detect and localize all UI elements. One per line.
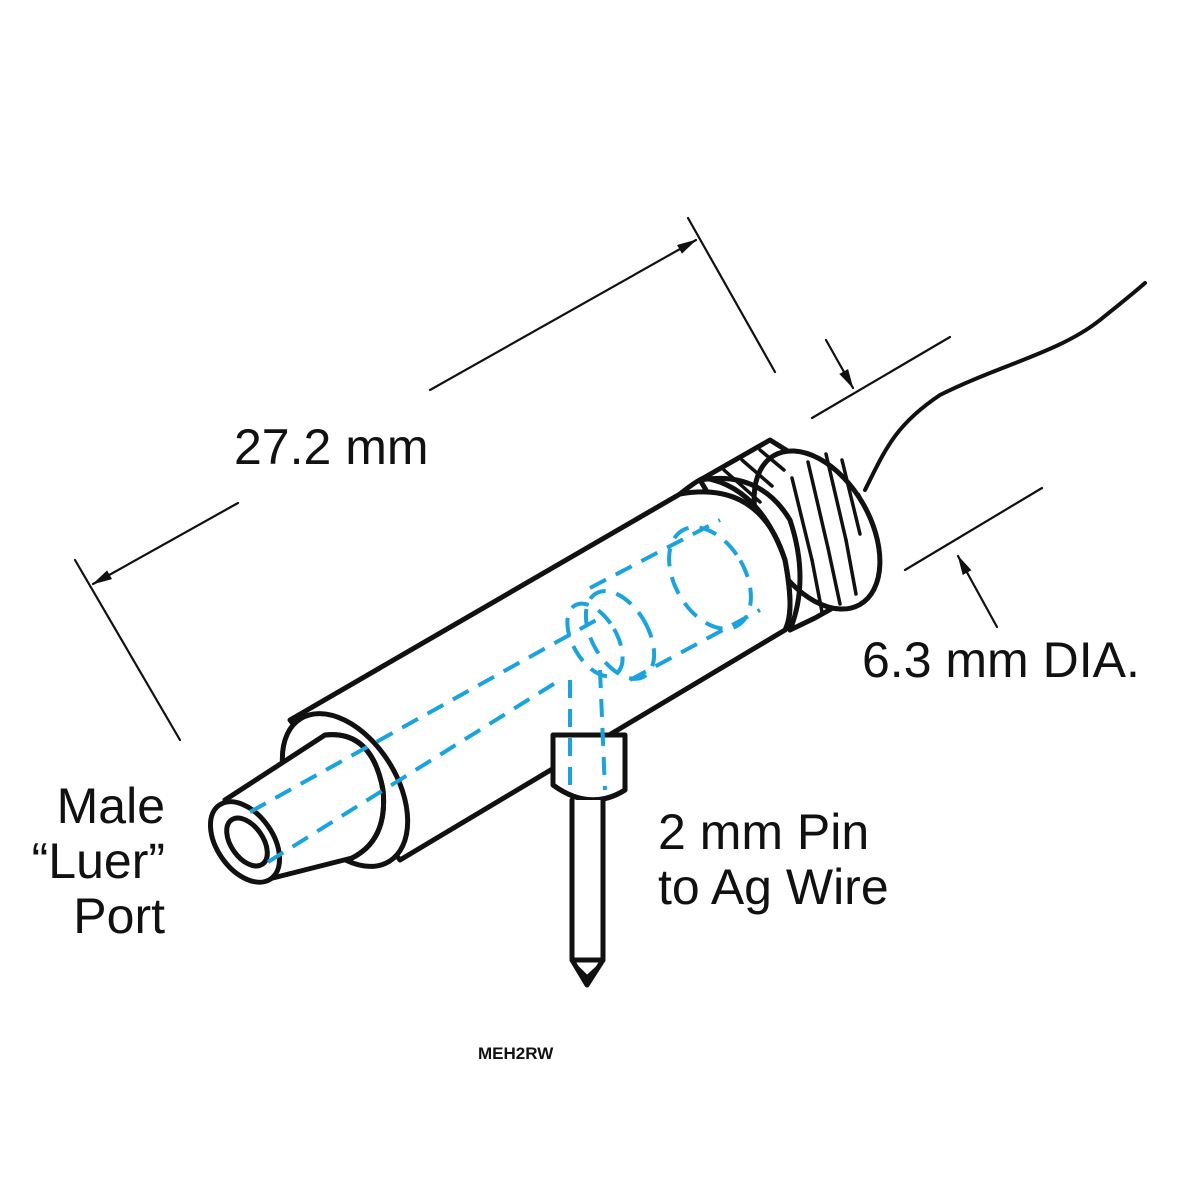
luer-cone-edge [322,732,387,861]
pin-label-line1: 2 mm Pin [658,804,869,860]
dimension-arrow-right [428,238,698,392]
dimension-arrow-left [91,501,240,586]
pin-label: 2 mm Pin to Ag Wire [658,804,889,915]
diameter-extension-bottom [903,486,1044,572]
extension-line-left [73,558,182,742]
luer-port [207,732,387,885]
internal-hidden-lines [249,518,761,864]
diameter-extension-top [810,335,952,420]
cap-nut [697,437,883,633]
diameter-arrow-top [824,338,855,390]
pin-assembly [550,732,628,988]
pin-tip [569,957,606,988]
pin-boss-bottom [550,782,628,803]
length-dimension [73,216,777,742]
ag-wire [863,281,1147,492]
luer-tip-bore [224,815,270,869]
diameter-label: 6.3 mm DIA. [862,632,1140,688]
diameter-dimension [810,335,1044,629]
part-code-label: MEH2RW [478,1044,554,1063]
port-label-line3: Port [73,888,165,944]
diameter-arrow-bottom [956,554,999,629]
pin-shaft [569,797,606,963]
length-label: 27.2 mm [234,419,429,475]
pin-label-line2: to Ag Wire [658,859,889,915]
port-label: Male “Luer” Port [32,778,165,944]
extension-line-right [686,216,777,374]
cap-front-ring [697,475,803,633]
barrel-back-edge [677,475,793,633]
port-label-line1: Male [57,778,165,834]
cap-knurl-ridges [722,448,862,614]
port-label-line2: “Luer” [32,833,165,889]
